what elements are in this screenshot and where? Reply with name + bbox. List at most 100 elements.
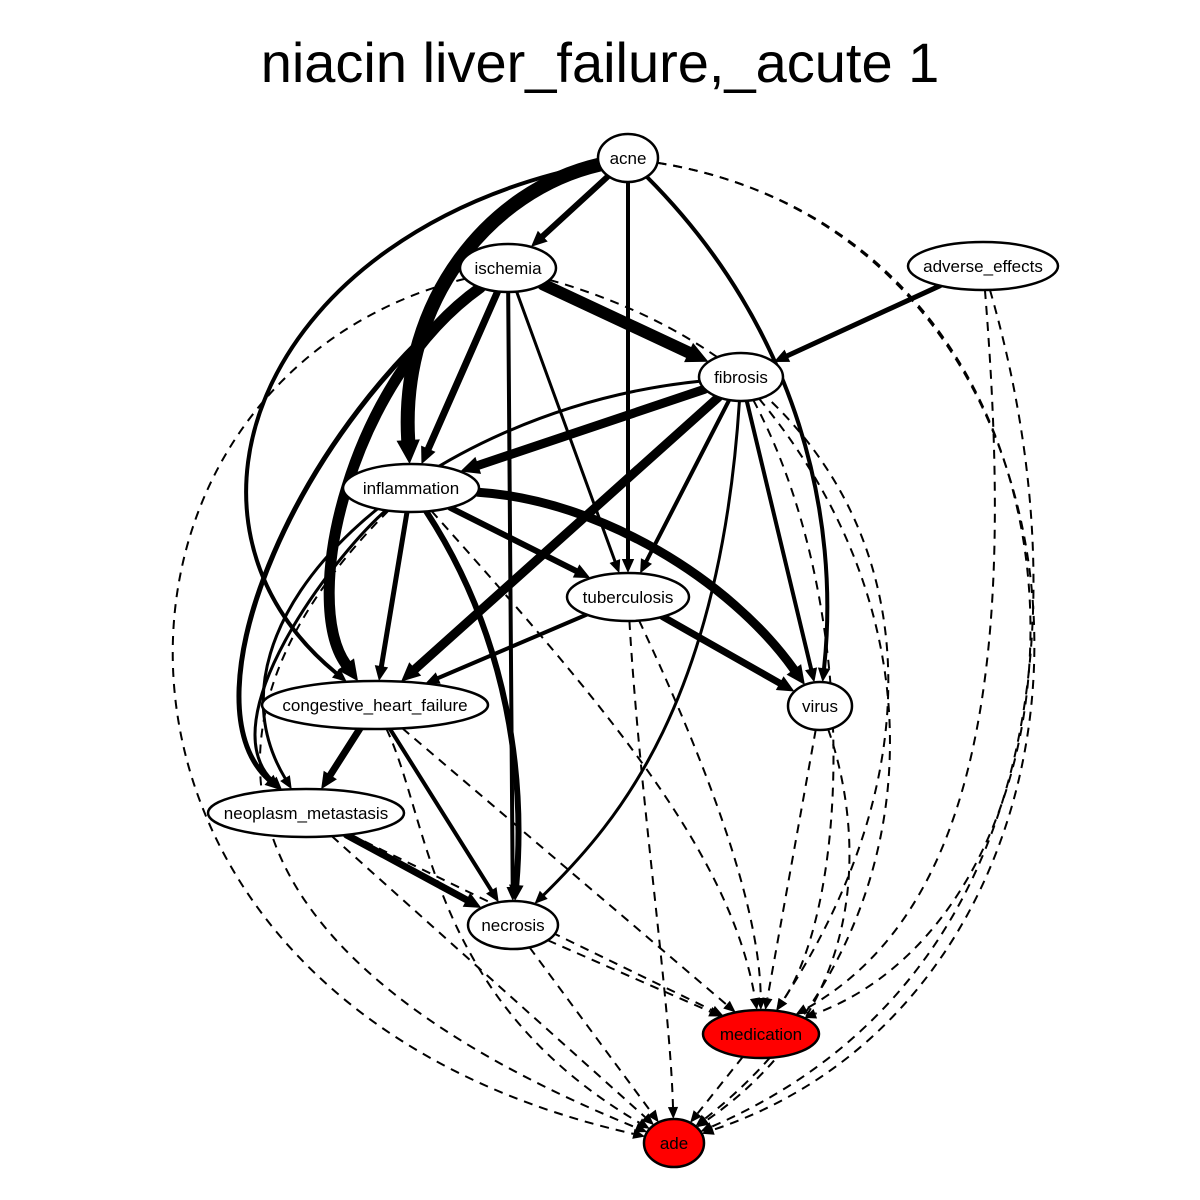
edge-arrowhead-acne-to-congestive_heart_failure (331, 668, 347, 682)
edge-arrowhead-inflammation-to-necrosis (509, 884, 524, 902)
node-label-ischemia: ischemia (474, 259, 542, 278)
edge-inflammation-to-necrosis (423, 508, 522, 889)
node-label-congestive_heart_failure: congestive_heart_failure (282, 696, 467, 715)
edge-acne-to-inflammation (400, 157, 607, 448)
edge-congestive_heart_failure-to-ade (385, 728, 640, 1124)
edge-necrosis-to-ade (528, 946, 653, 1114)
edge-arrowhead-ischemia-to-fibrosis (684, 342, 709, 363)
node-shape-tuberculosis (565, 571, 691, 623)
node-label-fibrosis: fibrosis (714, 368, 768, 387)
edge-ischemia-to-necrosis (506, 290, 515, 890)
edge-inflammation-to-tuberculosis (447, 504, 580, 574)
edge-arrowhead-congestive_heart_failure-to-ade (636, 1118, 650, 1129)
edge-arrowhead-fibrosis-to-medication (776, 998, 788, 1011)
edge-virus-to-ade (705, 728, 851, 1122)
edge-arrowhead-congestive_heart_failure-to-necrosis (486, 887, 499, 903)
edge-arrowhead-fibrosis-to-inflammation (460, 456, 482, 474)
edge-arrowhead-necrosis-to-medication (708, 1007, 722, 1017)
node-shape-neoplasm_metastasis (206, 787, 406, 839)
edge-acne-to-virus (644, 174, 830, 671)
node-tuberculosis: tuberculosis (565, 571, 691, 623)
node-acne: acne (596, 132, 660, 184)
node-shape-virus (786, 680, 854, 732)
edge-adverse_effects-to-fibrosis (784, 283, 943, 359)
edge-acne-to-congestive_heart_failure (244, 161, 601, 675)
edge-arrowhead-neoplasm_metastasis-to-ade (641, 1113, 655, 1126)
node-shape-acne (596, 132, 660, 184)
edge-arrowhead-acne-to-inflammation (396, 439, 420, 465)
node-shape-adverse_effects (906, 240, 1060, 292)
edge-arrowhead-fibrosis-to-necrosis (534, 890, 548, 904)
edge-congestive_heart_failure-to-neoplasm_metastasis (326, 725, 364, 779)
edge-necrosis-to-medication (547, 939, 711, 1013)
edge-inflammation-to-congestive_heart_failure (378, 509, 410, 669)
edge-arrowhead-adverse_effects-to-medication (795, 1004, 809, 1015)
node-shape-necrosis (466, 899, 560, 951)
edge-arrowhead-fibrosis-to-congestive_heart_failure (401, 662, 422, 682)
edge-arrowhead-virus-to-medication (762, 997, 773, 1011)
edge-arrowhead-acne-to-virus (817, 667, 831, 683)
edge-inflammation-to-neoplasm_metastasis (253, 508, 388, 783)
node-virus: virus (786, 680, 854, 732)
edge-arrowhead-necrosis-to-ade (647, 1109, 659, 1123)
edge-ischemia-to-medication (549, 278, 890, 1002)
node-label-ade: ade (660, 1134, 688, 1153)
edge-tuberculosis-to-medication (638, 620, 762, 999)
edge-acne-to-medication (657, 161, 1032, 1015)
edge-arrowhead-inflammation-to-congestive_heart_failure (374, 665, 389, 682)
node-ade: ade (642, 1117, 706, 1169)
node-necrosis: necrosis (466, 899, 560, 951)
edge-arrowhead-ischemia-to-congestive_heart_failure (337, 658, 359, 682)
edge-arrowhead-congestive_heart_failure-to-medication (723, 1000, 736, 1013)
node-label-adverse_effects: adverse_effects (923, 257, 1043, 276)
edge-arrowhead-tuberculosis-to-ade (667, 1106, 679, 1120)
node-shape-congestive_heart_failure (260, 679, 490, 731)
edge-congestive_heart_failure-to-necrosis (387, 726, 494, 893)
edge-arrowhead-fibrosis-to-tuberculosis (640, 558, 652, 574)
node-label-necrosis: necrosis (481, 916, 544, 935)
edge-arrowhead-tuberculosis-to-virus (775, 676, 795, 692)
edge-fibrosis-to-virus (744, 398, 814, 671)
edge-arrowhead-neoplasm_metastasis-to-necrosis (462, 892, 482, 908)
graph-title: niacin liver_failure,_acute 1 (261, 31, 940, 94)
node-shape-ischemia (458, 242, 558, 294)
edge-arrowhead-virus-to-ade (696, 1116, 710, 1128)
edge-ischemia-to-tuberculosis (515, 290, 617, 563)
node-shape-ade (642, 1117, 706, 1169)
edge-acne-to-ade (657, 161, 1036, 1131)
node-adverse_effects: adverse_effects (906, 240, 1060, 292)
edge-tuberculosis-to-ade (628, 620, 674, 1108)
edge-arrowhead-medication-to-ade (690, 1110, 702, 1123)
edge-arrowhead-inflammation-to-neoplasm_metastasis (268, 776, 282, 790)
node-ischemia: ischemia (458, 242, 558, 294)
edge-arrowhead-acne-to-ischemia (530, 230, 548, 247)
node-shape-medication (701, 1008, 821, 1060)
node-label-acne: acne (610, 149, 647, 168)
node-neoplasm_metastasis: neoplasm_metastasis (206, 787, 406, 839)
edge-arrowhead-fibrosis-to-neoplasm_metastasis (280, 775, 292, 790)
edge-arrowhead-ischemia-to-inflammation (421, 445, 436, 465)
edge-arrowhead-congestive_heart_failure-to-neoplasm_metastasis (321, 770, 337, 790)
edge-fibrosis-to-necrosis (542, 399, 741, 897)
node-congestive_heart_failure: congestive_heart_failure (260, 679, 490, 731)
edge-arrowhead-inflammation-to-tuberculosis (572, 564, 591, 579)
node-shape-inflammation (341, 462, 481, 514)
edge-fibrosis-to-inflammation (473, 384, 710, 470)
node-label-inflammation: inflammation (363, 479, 459, 498)
node-medication: medication (701, 1008, 821, 1060)
edge-arrowhead-ischemia-to-tuberculosis (609, 559, 621, 574)
edge-ischemia-to-inflammation (424, 287, 502, 453)
edges-layer (171, 157, 1036, 1139)
nodes-layer: acne ischemia adverse_effects fibrosis infla… (206, 132, 1060, 1169)
node-label-medication: medication (720, 1025, 802, 1044)
edge-medication-to-ade (696, 1056, 744, 1115)
edge-adverse_effects-to-ade (710, 289, 1035, 1128)
edge-neoplasm_metastasis-to-medication (349, 833, 714, 1012)
edge-arrowhead-fibrosis-to-virus (805, 667, 818, 683)
edge-neoplasm_metastasis-to-necrosis (342, 831, 470, 904)
edge-inflammation-to-virus (473, 487, 799, 674)
edge-fibrosis-to-congestive_heart_failure (410, 392, 723, 674)
edge-fibrosis-to-medication (752, 399, 835, 1002)
node-label-tuberculosis: tuberculosis (583, 588, 674, 607)
edge-fibrosis-to-tuberculosis (644, 398, 732, 564)
